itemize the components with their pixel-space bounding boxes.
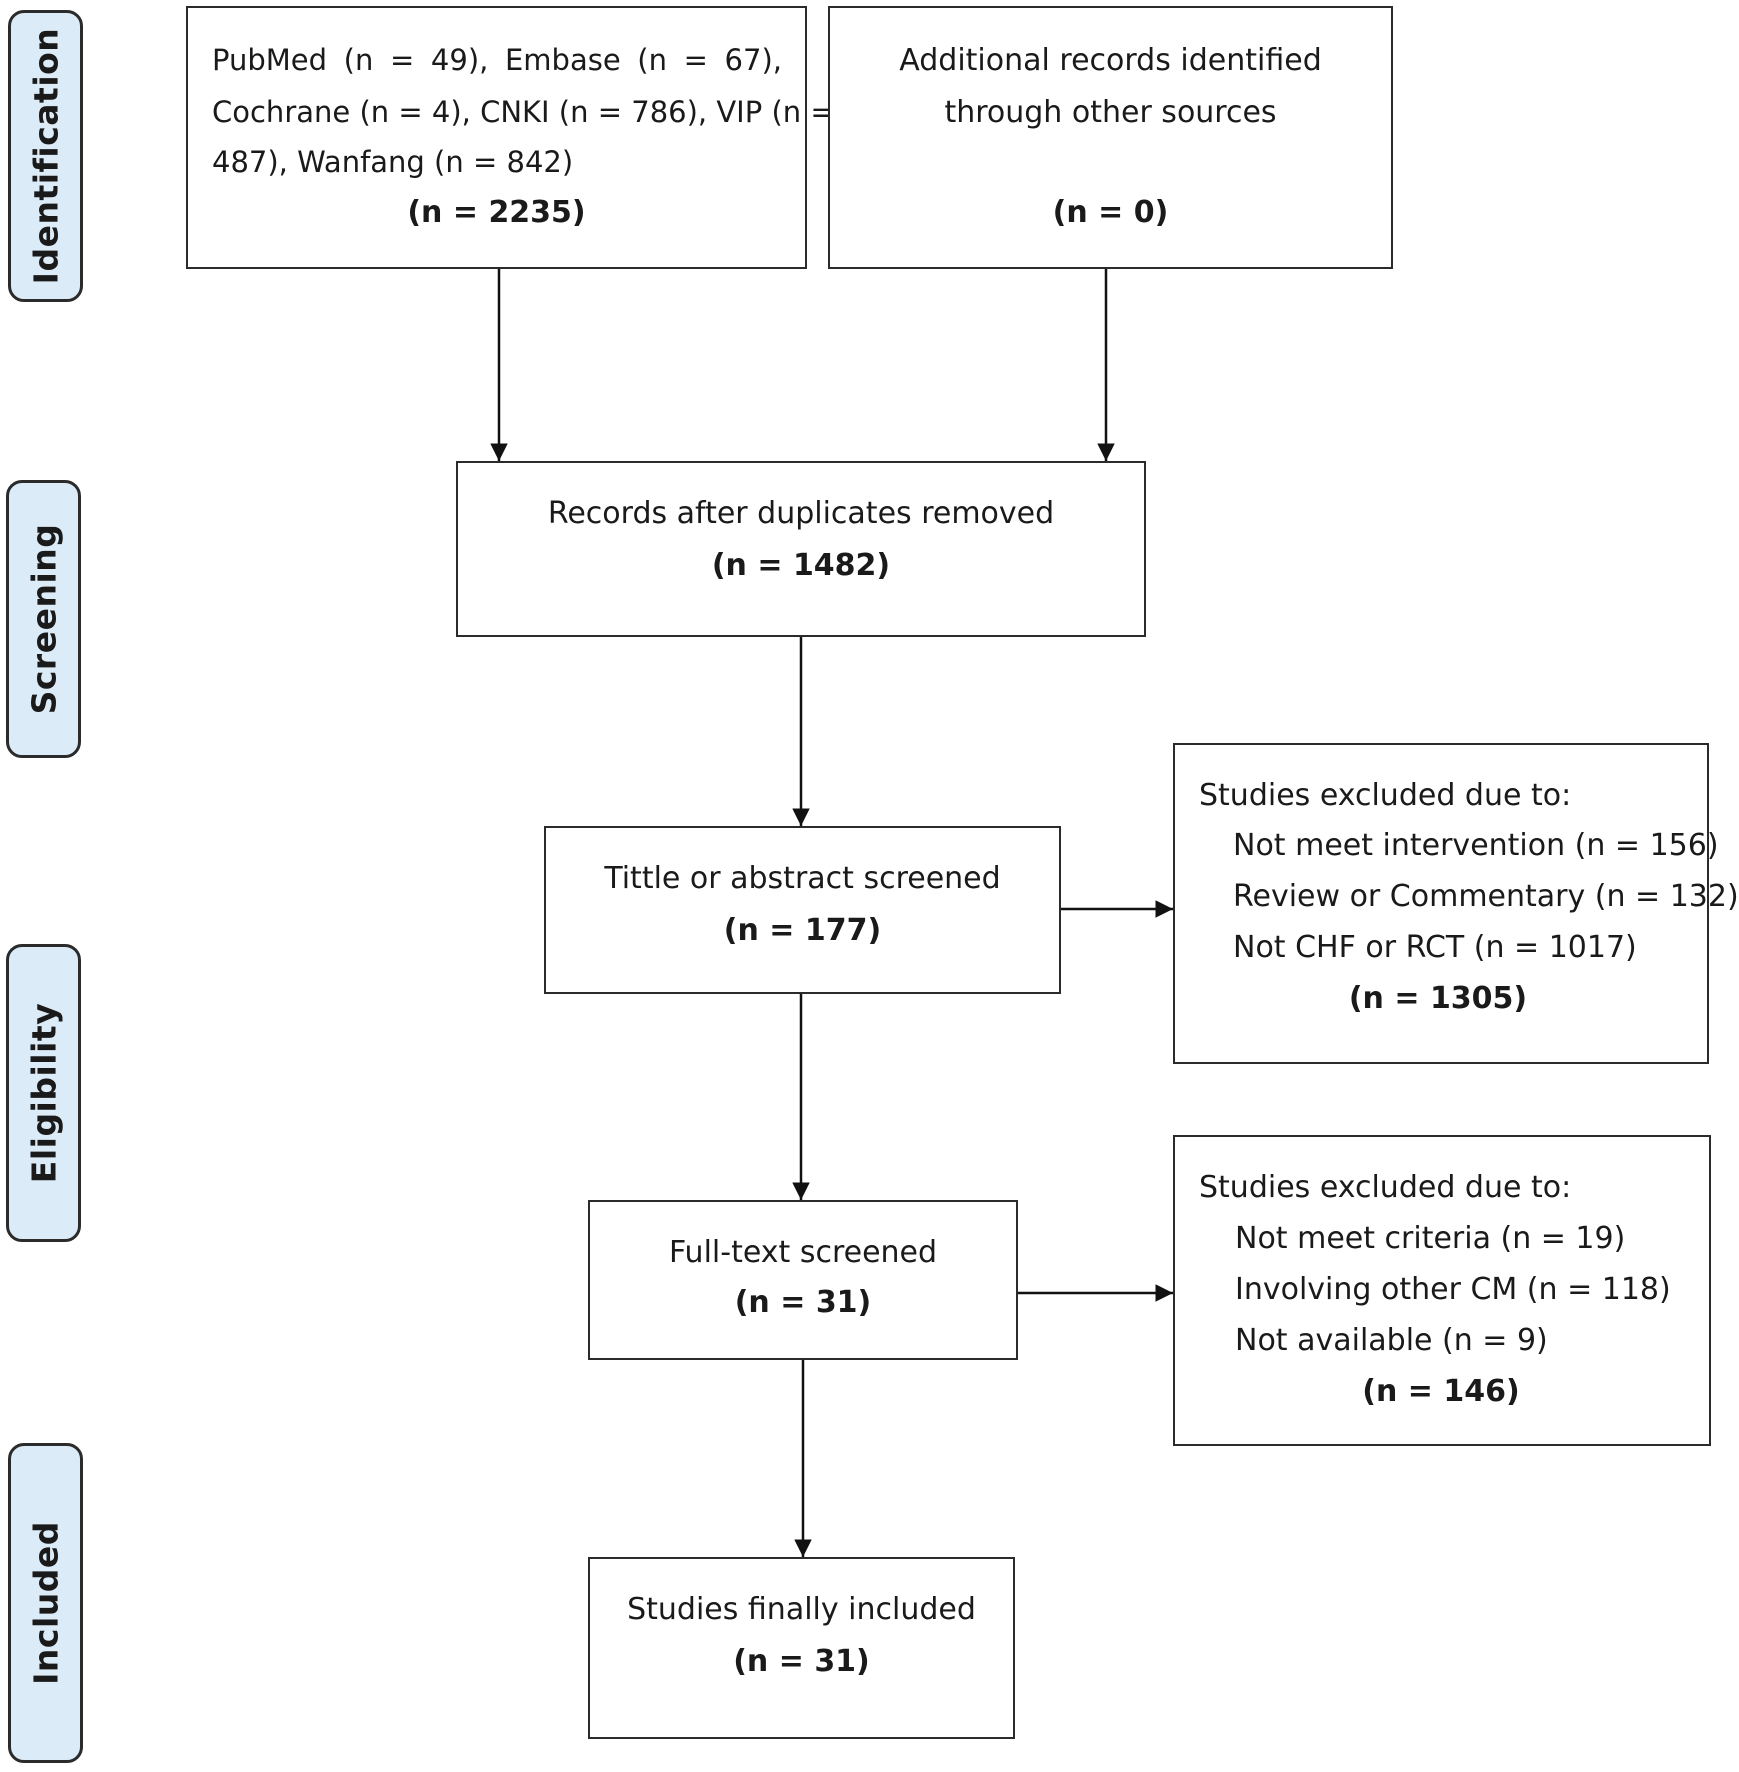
full-text-label: Full-text screened — [668, 1235, 938, 1270]
database-records-box: PubMed (n = 49), Embase (n = 67), Cochra… — [186, 6, 835, 269]
excluded-2-heading: Studies excluded due to: — [1199, 1170, 1572, 1205]
excluded-2-reason: Involving other CM (n = 118) — [1235, 1272, 1671, 1307]
final-count: (n = 31) — [733, 1644, 870, 1679]
database-records-line-2: Cochrane (n = 4), CNKI (n = 786), VIP (n… — [212, 95, 835, 129]
stage-included: Included — [8, 1443, 83, 1763]
title-abstract-count: (n = 177) — [723, 913, 882, 948]
after-duplicates-label: Records after duplicates removed — [547, 496, 1055, 531]
database-records-count: (n = 2235) — [407, 195, 586, 230]
after-duplicates-box: Records after duplicates removed (n = 14… — [456, 461, 1146, 637]
full-text-box: Full-text screened (n = 31) — [588, 1200, 1018, 1360]
final-label: Studies finally included — [627, 1592, 976, 1627]
excluded-1-box: Studies excluded due to: Not meet interv… — [1173, 743, 1739, 1064]
final-box: Studies finally included (n = 31) — [588, 1557, 1015, 1739]
other-records-line-2: through other sources — [944, 95, 1277, 130]
excluded-1-reason: Review or Commentary (n = 132) — [1233, 879, 1739, 914]
excluded-2-reason: Not meet criteria (n = 19) — [1235, 1221, 1626, 1256]
database-records-line-1: PubMed (n = 49), Embase (n = 67), — [212, 43, 782, 77]
title-abstract-label: Tittle or abstract screened — [604, 861, 1001, 896]
excluded-1-count: (n = 1305) — [1348, 981, 1528, 1016]
full-text-count: (n = 31) — [734, 1285, 872, 1320]
stage-screening: Screening — [6, 480, 81, 758]
excluded-2-reason: Not available (n = 9) — [1235, 1323, 1548, 1358]
title-abstract-box: Tittle or abstract screened (n = 177) — [544, 826, 1061, 994]
excluded-2-count: (n = 146) — [1362, 1374, 1520, 1409]
excluded-1-reason: Not meet intervention (n = 156) — [1233, 828, 1719, 863]
other-records-line-1: Additional records identified — [899, 43, 1322, 78]
excluded-1-reason: Not CHF or RCT (n = 1017) — [1233, 930, 1637, 965]
stage-eligibility: Eligibility — [6, 944, 81, 1242]
other-records-count: (n = 0) — [1052, 195, 1169, 230]
stage-identification: Identification — [8, 10, 83, 302]
other-records-box: Additional records identified through ot… — [828, 6, 1393, 269]
excluded-2-box: Studies excluded due to: Not meet criter… — [1173, 1135, 1711, 1446]
database-records-line-3: 487), Wanfang (n = 842) — [212, 145, 574, 179]
after-duplicates-count: (n = 1482) — [711, 548, 891, 583]
excluded-1-heading: Studies excluded due to: — [1199, 778, 1572, 813]
